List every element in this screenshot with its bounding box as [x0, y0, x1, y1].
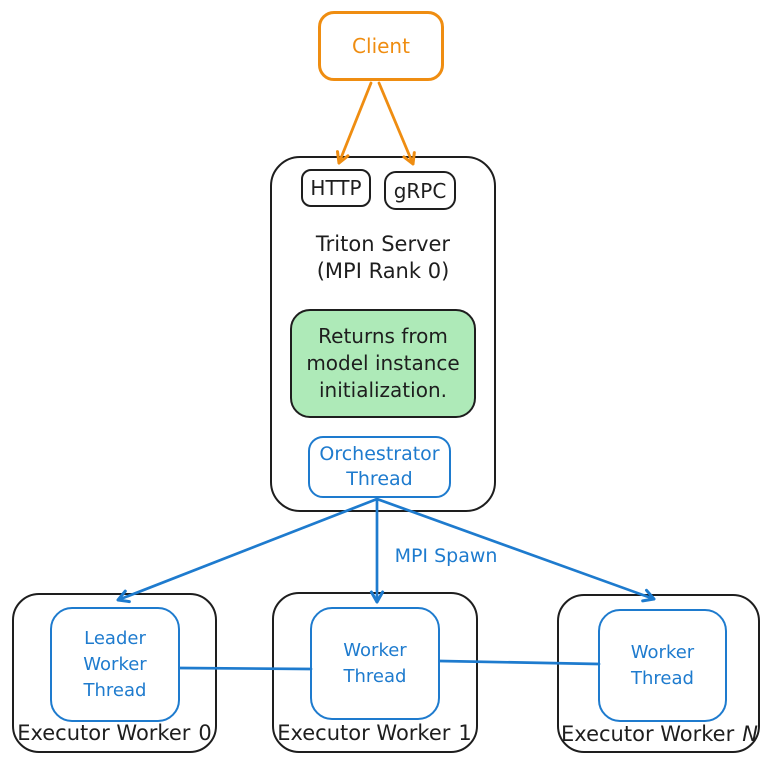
- spawn-arrow-worker0: [116, 497, 379, 604]
- client-box: Client: [318, 11, 444, 81]
- executor-worker-n-index: N: [742, 722, 758, 746]
- server-title: Triton Server (MPI Rank 0): [315, 232, 451, 283]
- executor-worker-1-label: Executor Worker 1: [272, 721, 477, 745]
- executor-worker-n-label: Executor Worker N: [557, 722, 762, 746]
- init-note-box: Returns from model instance initializati…: [290, 309, 476, 418]
- mpi-spawn-label: MPI Spawn: [394, 545, 498, 567]
- orchestrator-thread-label: Orchestrator Thread: [319, 443, 440, 490]
- worker-thread-n-label: Worker Thread: [630, 641, 695, 689]
- executor-worker-0-label: Executor Worker 0: [12, 721, 217, 745]
- executor-worker-0-label-text: Executor Worker: [17, 721, 191, 745]
- leader-worker-thread-box: Leader Worker Thread: [50, 607, 180, 722]
- worker-thread-1-label: Worker Thread: [343, 639, 407, 687]
- orchestrator-thread-box: Orchestrator Thread: [308, 436, 451, 498]
- grpc-port-box: gRPC: [384, 171, 456, 210]
- init-note-text: Returns from model instance initializati…: [306, 324, 460, 402]
- leader-worker-thread-label: Leader Worker Thread: [83, 627, 147, 701]
- executor-worker-1-index: 1: [458, 721, 472, 745]
- executor-worker-0-box: [12, 593, 217, 753]
- executor-worker-n-box: [557, 594, 760, 753]
- client-label: Client: [352, 34, 410, 58]
- executor-worker-n-label-text: Executor Worker: [561, 722, 735, 746]
- worker-thread-1-box: Worker Thread: [310, 607, 440, 720]
- executor-worker-0-index: 0: [198, 721, 212, 745]
- executor-worker-1-label-text: Executor Worker: [277, 721, 451, 745]
- http-port-box: HTTP: [301, 169, 371, 207]
- http-label: HTTP: [310, 176, 362, 200]
- client-grpc-arrow: [377, 81, 416, 166]
- worker-thread-n-box: Worker Thread: [598, 609, 727, 722]
- client-http-arrow: [335, 81, 373, 165]
- grpc-label: gRPC: [393, 178, 447, 203]
